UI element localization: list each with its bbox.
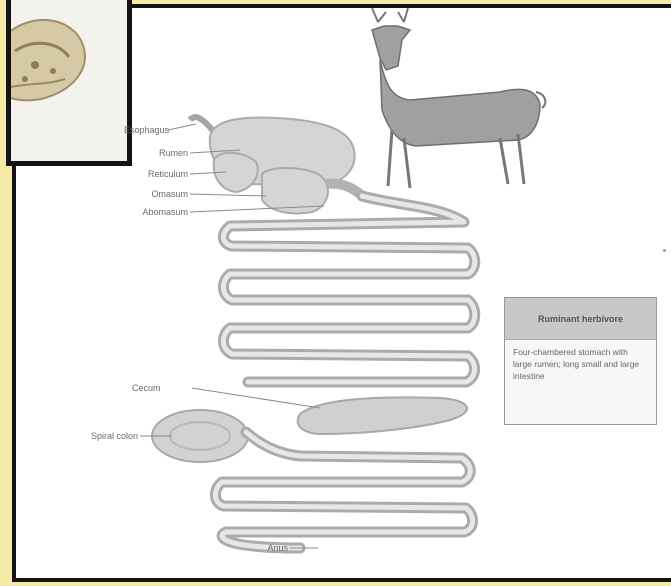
label-rumen: Rumen <box>110 148 188 158</box>
callout-box: Ruminant herbivore Four-chambered stomac… <box>504 297 657 425</box>
label-cecum: Cecum <box>132 383 161 393</box>
edge-tick <box>663 249 666 252</box>
stomach <box>190 117 362 213</box>
label-spiral-colon: Spiral colon <box>40 431 138 441</box>
callout-title: Ruminant herbivore <box>505 298 656 340</box>
label-anus: Anus <box>230 543 288 553</box>
label-abomasum: Abomasum <box>90 207 188 217</box>
label-reticulum: Reticulum <box>100 169 188 179</box>
deer-icon <box>372 8 545 188</box>
callout-body: Four-chambered stomach with large rumen;… <box>505 340 656 388</box>
small-intestine-lumen <box>223 196 474 382</box>
large-intestine-lumen <box>215 432 472 548</box>
label-omasum: Omasum <box>100 189 188 199</box>
cecum <box>298 397 467 434</box>
label-esophagus: Esophagus <box>124 125 169 135</box>
